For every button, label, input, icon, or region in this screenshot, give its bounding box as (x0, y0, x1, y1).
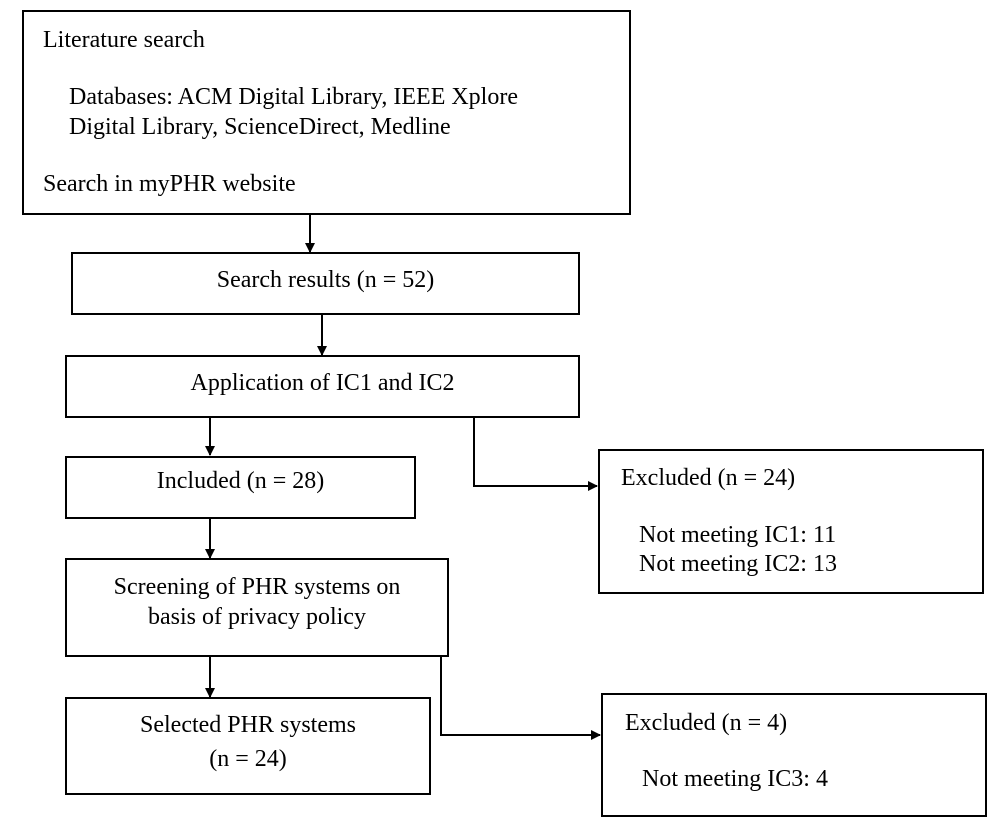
excluded-ic1-ic2-title: Excluded (n = 24) (621, 465, 796, 491)
literature-search-title: Literature search (43, 27, 205, 53)
application-label: Application of IC1 and IC2 (190, 370, 455, 396)
included-box: Included (n = 28) (65, 456, 416, 519)
arrow-application-to-excluded-1 (473, 418, 598, 491)
search-results-label: Search results (n = 52) (216, 267, 435, 293)
included-label: Included (n = 28) (156, 468, 325, 494)
databases-line-2: Digital Library, ScienceDirect, Medline (69, 114, 451, 140)
not-meeting-ic2: Not meeting IC2: 13 (639, 551, 837, 577)
arrow-screening-to-excluded-2 (440, 657, 601, 740)
selected-phr-systems-count: (n = 24) (209, 746, 287, 772)
excluded-ic3-box: Excluded (n = 4) Not meeting IC3: 4 (601, 693, 987, 817)
databases-line-1: Databases: ACM Digital Library, IEEE Xpl… (69, 84, 518, 110)
application-box: Application of IC1 and IC2 (65, 355, 580, 418)
selected-phr-systems-label: Selected PHR systems (140, 712, 356, 738)
screening-box: Screening of PHR systems on basis of pri… (65, 558, 449, 657)
literature-search-box: Literature search Databases: ACM Digital… (22, 10, 631, 215)
screening-line-2: basis of privacy policy (148, 604, 366, 630)
excluded-ic3-title: Excluded (n = 4) (625, 710, 788, 736)
screening-line-1: Screening of PHR systems on (113, 574, 401, 600)
search-results-box: Search results (n = 52) (71, 252, 580, 315)
not-meeting-ic3: Not meeting IC3: 4 (642, 766, 828, 792)
myphr-website-search: Search in myPHR website (43, 171, 296, 197)
not-meeting-ic1: Not meeting IC1: 11 (639, 522, 837, 548)
selected-phr-systems-box: Selected PHR systems (n = 24) (65, 697, 431, 795)
excluded-ic1-ic2-box: Excluded (n = 24) Not meeting IC1: 11 No… (598, 449, 984, 594)
